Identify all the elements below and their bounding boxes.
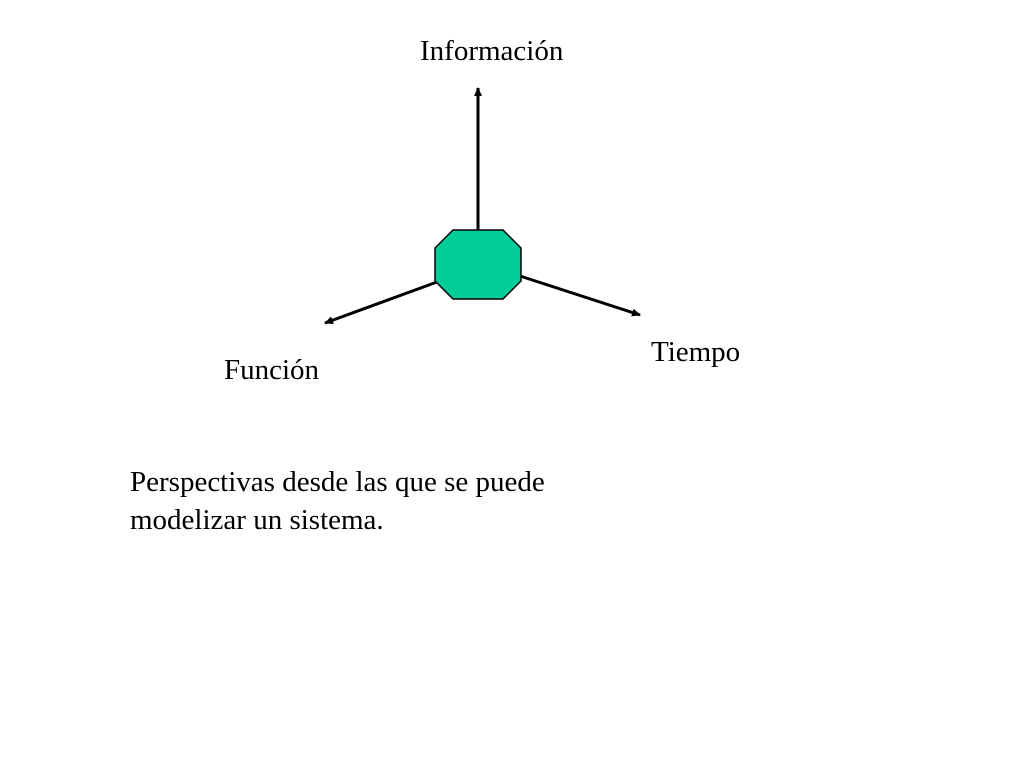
center-octagon [434, 229, 522, 300]
caption-line-2: modelizar un sistema. [130, 504, 384, 536]
axis-label-tiempo: Tiempo [651, 336, 741, 368]
axis-arrow-funcion [324, 280, 438, 325]
axis-label-informacion: Información [420, 35, 564, 67]
caption-line-1: Perspectivas desde las que se puede [130, 466, 545, 498]
axis-label-funcion: Función [224, 354, 320, 386]
axis-arrow-tiempo [519, 274, 641, 317]
caption-text: Perspectivas desde las que se puede mode… [130, 463, 650, 539]
